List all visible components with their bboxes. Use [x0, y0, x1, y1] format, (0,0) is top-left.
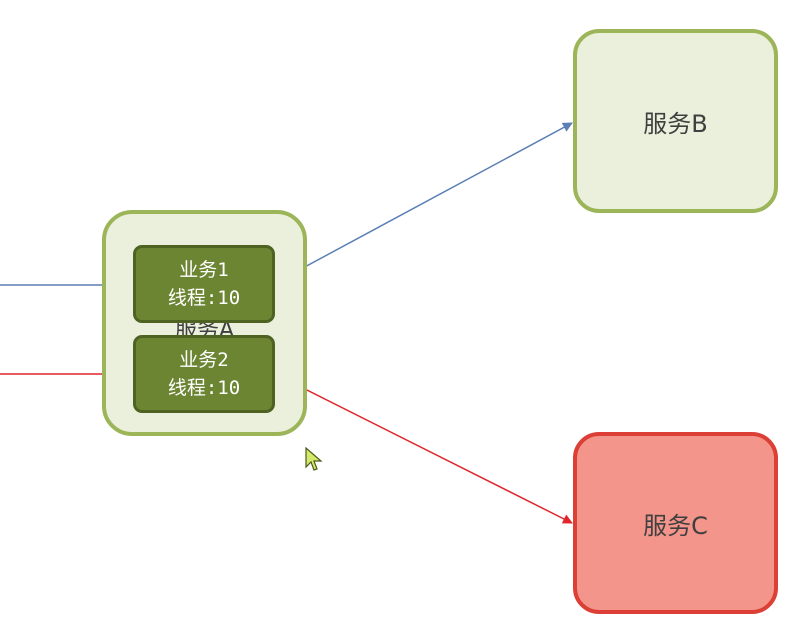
edge-business-2-to-service-c [274, 373, 573, 524]
business-1-node: 业务1 线程:10 [133, 245, 275, 323]
business-1-name: 业务1 [179, 259, 229, 281]
business-2-node: 业务2 线程:10 [133, 335, 275, 413]
mouse-pointer-icon [305, 447, 323, 471]
business-1-threads: 线程:10 [167, 287, 241, 309]
business-2-name: 业务2 [179, 349, 229, 371]
service-c-label: 服务C [643, 511, 708, 540]
service-b-node: 服务B [573, 29, 778, 213]
edge-business-1-to-service-b [274, 122, 573, 284]
service-c-node: 服务C [573, 432, 778, 614]
service-b-label: 服务B [643, 109, 708, 138]
business-2-threads: 线程:10 [167, 377, 241, 399]
